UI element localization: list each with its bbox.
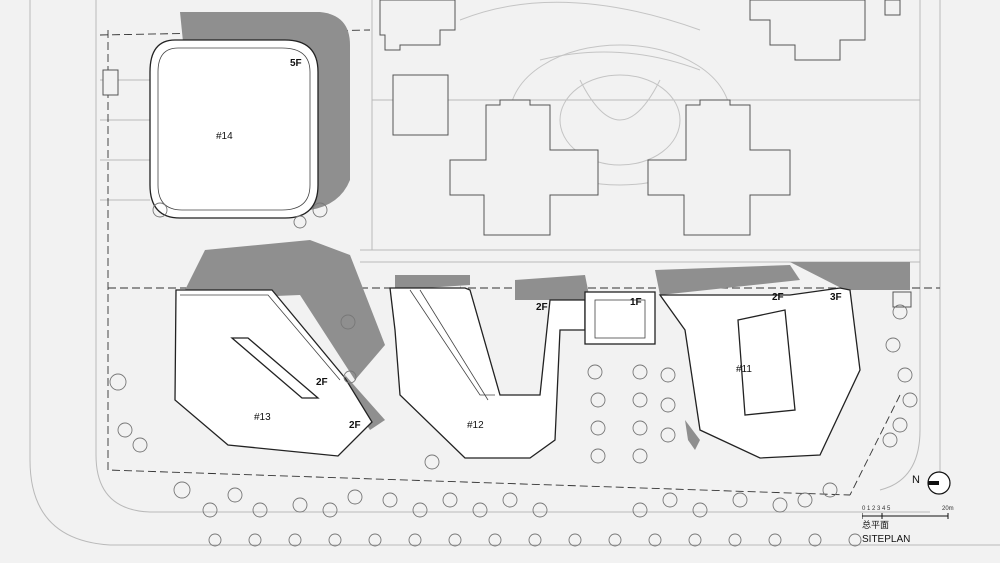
title-block: 0 1 2 3 4 5 20m 总平面 SITEPLAN <box>862 506 972 556</box>
building-12-label: #12 <box>467 420 484 431</box>
building-11-floor-a: 2F <box>772 292 784 303</box>
building-14 <box>149 39 319 219</box>
north-arrow: N <box>912 470 958 496</box>
trees <box>109 202 918 547</box>
building-12-floor: 2F <box>536 302 548 313</box>
scale-end: 20m <box>942 506 954 512</box>
building-13-floor-a: 2F <box>316 377 328 388</box>
north-letter: N <box>912 474 920 486</box>
building-13 <box>174 289 373 457</box>
building-13-label: #13 <box>254 412 271 423</box>
north-compass-icon <box>927 471 951 495</box>
link-floor: 1F <box>630 297 642 308</box>
building-inner-lines <box>157 47 646 401</box>
link-1f <box>584 291 656 345</box>
title-english: SITEPLAN <box>862 534 911 545</box>
building-11 <box>658 287 861 459</box>
existing-buildings <box>102 0 912 308</box>
building-11-label: #11 <box>736 364 752 375</box>
new-buildings <box>149 39 861 459</box>
building-14-label: #14 <box>216 131 233 142</box>
building-14-floor: 5F <box>290 58 302 69</box>
title-chinese: 总平面 <box>862 521 890 531</box>
building-11-floor-b: 3F <box>830 292 842 303</box>
scale-bar <box>862 513 949 519</box>
building-13-floor-b: 2F <box>349 420 361 431</box>
scale-ticks: 0 1 2 3 4 5 <box>862 506 891 512</box>
